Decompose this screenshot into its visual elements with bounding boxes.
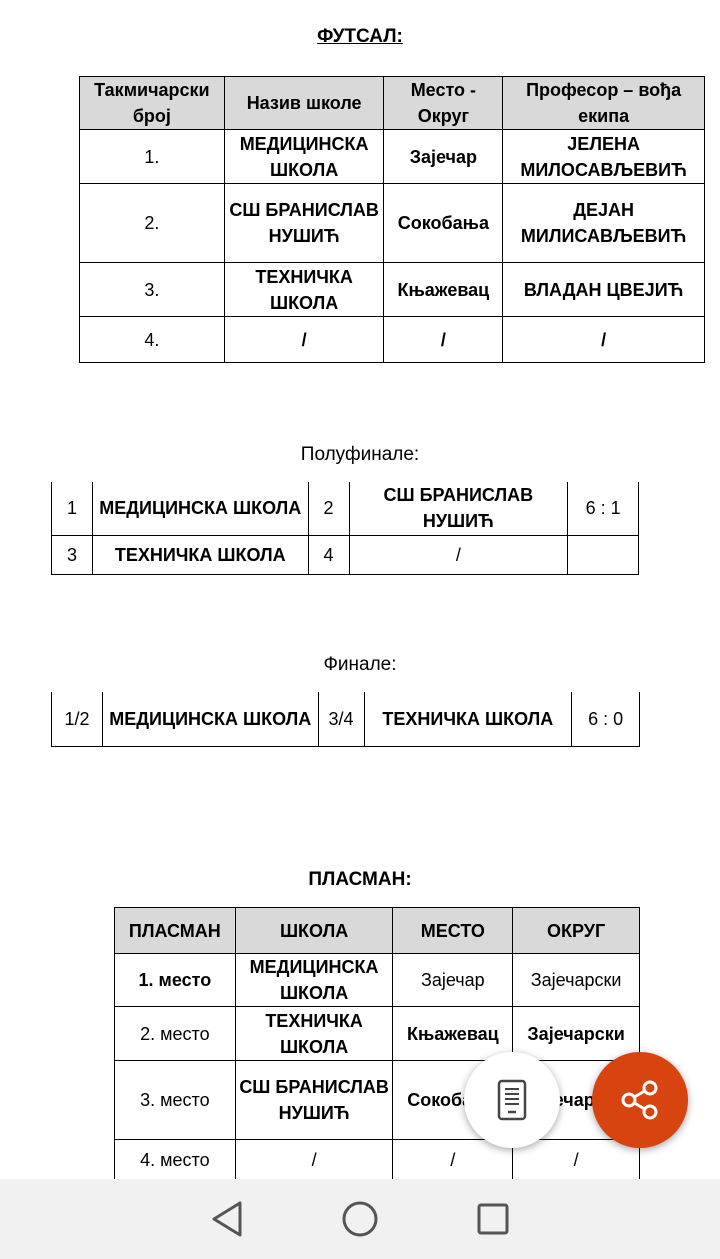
table-cell: 3. (79, 262, 225, 317)
semifinal-table: 1 МЕДИЦИНСКА ШКОЛА 2 СШ БРАНИСЛАВ НУШИЋ … (51, 482, 639, 575)
table-header-row: ПЛАСМАН ШКОЛА МЕСТО ОКРУГ (114, 907, 640, 954)
header-cell: ПЛАСМАН (114, 907, 236, 954)
table-cell: СШ БРАНИСЛАВ НУШИЋ (348, 482, 569, 536)
header-cell: Назив школе (223, 76, 385, 130)
table-row: 1 МЕДИЦИНСКА ШКОЛА 2 СШ БРАНИСЛАВ НУШИЋ … (51, 482, 639, 536)
header-cell: МЕСТО (392, 907, 514, 954)
system-navigation-bar (0, 1179, 720, 1259)
teams-table: Такмичарски број Назив школе Место - Окр… (79, 76, 705, 363)
table-cell: 6 : 0 (571, 692, 640, 747)
table-cell: Зајечарски (512, 953, 640, 1007)
recents-square-icon (477, 1203, 509, 1235)
table-cell: МЕДИЦИНСКА ШКОЛА (91, 482, 309, 536)
table-cell: 4 (307, 534, 350, 575)
table-row: 4. / / / (79, 316, 705, 363)
final-heading: Финале: (323, 654, 397, 675)
table-row: 3. ТЕХНИЧКА ШКОЛА Књажевац ВЛАДАН ЦВЕЈИЋ (79, 262, 705, 317)
table-cell: 4. место (114, 1139, 236, 1180)
table-cell: / (502, 316, 705, 363)
table-cell: / (392, 1139, 514, 1180)
table-cell (567, 534, 639, 575)
table-row: 2. место ТЕХНИЧКА ШКОЛА Књажевац Зајечар… (114, 1006, 640, 1061)
table-cell: / (383, 316, 504, 363)
futsal-heading: ФУТСАЛ: (317, 26, 403, 47)
header-cell: ОКРУГ (512, 907, 640, 954)
table-cell: Књажевац (383, 262, 504, 317)
table-cell: 2. (79, 183, 225, 263)
table-header-row: Такмичарски број Назив школе Место - Окр… (79, 76, 705, 130)
header-cell: ШКОЛА (234, 907, 394, 954)
table-cell: 1. (79, 129, 225, 184)
placement-table: ПЛАСМАН ШКОЛА МЕСТО ОКРУГ 1. место МЕДИЦ… (114, 907, 640, 1180)
back-triangle-icon (212, 1201, 242, 1237)
table-cell: 2 (307, 482, 350, 536)
table-cell: 3/4 (317, 692, 365, 747)
table-cell: 6 : 1 (567, 482, 639, 536)
back-button[interactable] (203, 1195, 251, 1243)
share-button[interactable] (592, 1052, 688, 1148)
table-row: 3. место СШ БРАНИСЛАВ НУШИЋ Сокобања Зај… (114, 1060, 640, 1140)
header-cell: Професор – вођа екипа (502, 76, 705, 130)
table-cell: 3. место (114, 1060, 236, 1140)
table-row: 2. СШ БРАНИСЛАВ НУШИЋ Сокобања ДЕЈАН МИЛ… (79, 183, 705, 263)
table-cell: ТЕХНИЧКА ШКОЛА (91, 534, 309, 575)
recents-button[interactable] (469, 1195, 517, 1243)
table-row: 1. МЕДИЦИНСКА ШКОЛА Зајечар ЈЕЛЕНА МИЛОС… (79, 129, 705, 184)
placement-heading: ПЛАСМАН: (308, 869, 412, 890)
table-row: 3 ТЕХНИЧКА ШКОЛА 4 / (51, 534, 639, 575)
table-cell: 2. место (114, 1006, 236, 1061)
table-cell: МЕДИЦИНСКА ШКОЛА (101, 692, 319, 747)
table-cell: 1/2 (51, 692, 103, 747)
table-cell: ТЕХНИЧКА ШКОЛА (363, 692, 573, 747)
table-cell: Сокобања (383, 183, 504, 263)
table-cell: 1 (51, 482, 93, 536)
table-cell: / (512, 1139, 640, 1180)
table-row: 1. место МЕДИЦИНСКА ШКОЛА Зајечар Зајеча… (114, 953, 640, 1007)
table-cell: / (223, 316, 385, 363)
table-cell: СШ БРАНИСЛАВ НУШИЋ (234, 1060, 394, 1140)
table-cell: ТЕХНИЧКА ШКОЛА (223, 262, 385, 317)
table-row: 1/2 МЕДИЦИНСКА ШКОЛА 3/4 ТЕХНИЧКА ШКОЛА … (51, 692, 640, 747)
share-icon (621, 1080, 658, 1120)
table-row: 4. место / / / (114, 1139, 640, 1180)
table-cell: 3 (51, 534, 93, 575)
table-cell: МЕДИЦИНСКА ШКОЛА (223, 129, 385, 184)
table-cell: 4. (79, 316, 225, 363)
semifinal-heading: Полуфинале: (300, 444, 420, 465)
table-cell: ЈЕЛЕНА МИЛОСАВЉЕВИЋ (502, 129, 705, 184)
document-view-button[interactable] (464, 1052, 560, 1148)
document-view-icon (497, 1079, 527, 1121)
header-cell: Такмичарски број (79, 76, 225, 130)
table-cell: Зајечар (383, 129, 504, 184)
table-cell: МЕДИЦИНСКА ШКОЛА (234, 953, 394, 1007)
table-cell: ДЕЈАН МИЛИСАВЉЕВИЋ (502, 183, 705, 263)
table-cell: ВЛАДАН ЦВЕЈИЋ (502, 262, 705, 317)
table-cell: Зајечарски (512, 1006, 640, 1061)
home-button[interactable] (336, 1195, 384, 1243)
final-table: 1/2 МЕДИЦИНСКА ШКОЛА 3/4 ТЕХНИЧКА ШКОЛА … (51, 692, 640, 747)
home-circle-icon (342, 1201, 378, 1237)
table-cell: Зајечар (392, 953, 514, 1007)
table-cell: СШ БРАНИСЛАВ НУШИЋ (223, 183, 385, 263)
table-cell: / (234, 1139, 394, 1180)
header-cell: Место - Округ (383, 76, 504, 130)
table-cell: Књажевац (392, 1006, 514, 1061)
table-cell: ТЕХНИЧКА ШКОЛА (234, 1006, 394, 1061)
table-cell: 1. место (114, 953, 236, 1007)
table-cell: / (348, 534, 569, 575)
